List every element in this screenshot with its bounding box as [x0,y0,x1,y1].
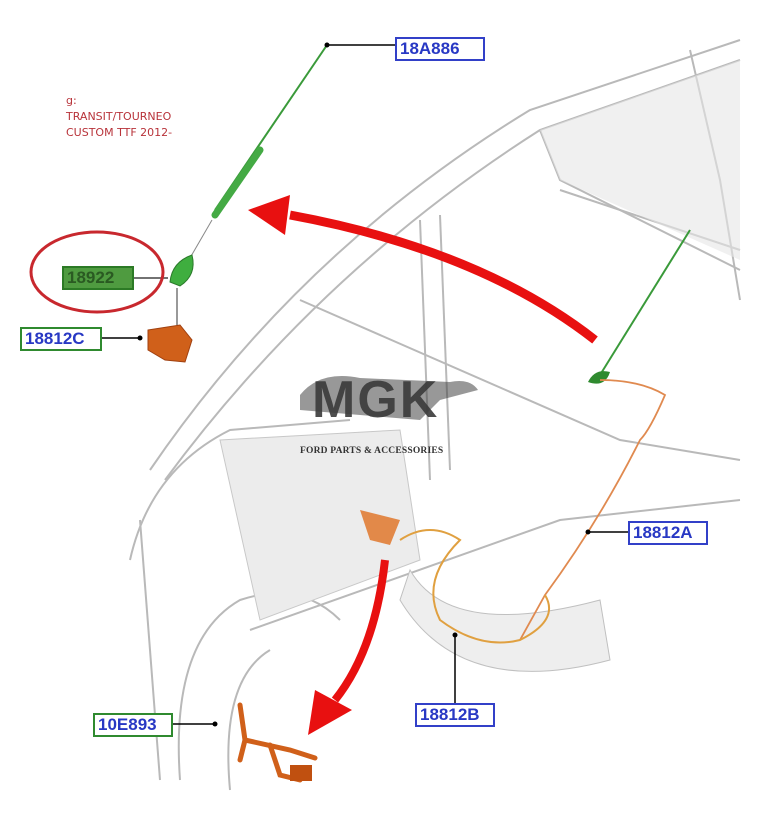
vehicle-model-note: g: TRANSIT/TOURNEO CUSTOM TTF 2012- [66,93,172,141]
callout-18922[interactable]: 18922 [62,266,134,290]
antenna-mast-part [189,42,395,259]
note-line: g: [66,94,77,107]
note-line: CUSTOM TTF 2012- [66,126,173,139]
watermark-logo: MGK [312,371,440,429]
watermark-tagline: FORD PARTS & ACCESSORIES [300,446,444,456]
callout-18812B[interactable]: 18812B [415,703,495,727]
highlight-arrow-harness [308,559,389,735]
highlight-arrow-antenna [248,195,598,344]
callout-18812C[interactable]: 18812C [20,327,102,351]
connector-part [101,324,193,363]
logo-horse [300,376,478,420]
callout-18A886[interactable]: 18A886 [395,37,485,61]
antenna-base-part [29,230,194,325]
note-line: TRANSIT/TOURNEO [66,110,172,123]
callout-10E893[interactable]: 10E893 [93,713,173,737]
callout-18812A[interactable]: 18812A [628,521,708,545]
